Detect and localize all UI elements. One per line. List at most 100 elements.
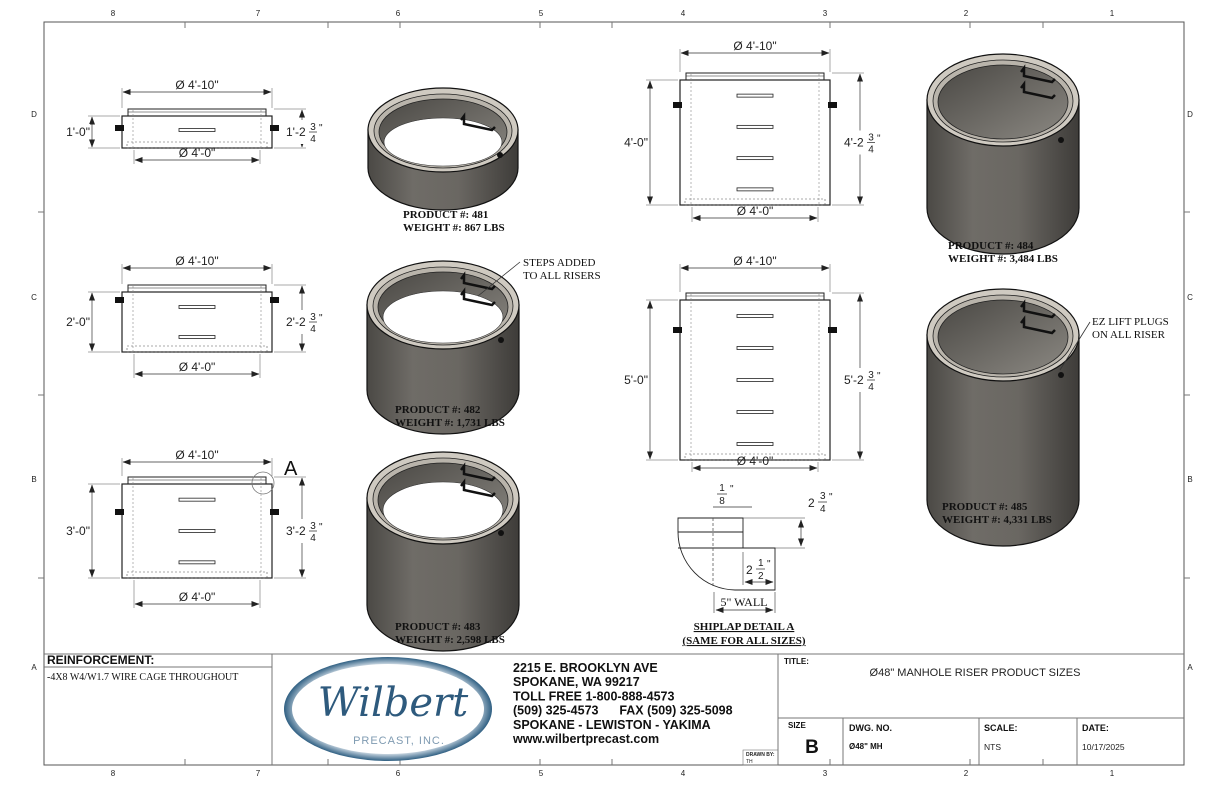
shiplap-subtitle: (SAME FOR ALL SIZES) bbox=[682, 635, 806, 647]
riser-height-label: 1'-0" bbox=[66, 125, 90, 139]
riser-height-label: 2'-0" bbox=[66, 315, 90, 329]
riser-interior bbox=[937, 64, 1069, 140]
zone-column-label: 2 bbox=[964, 9, 969, 18]
overall-height-num: 3 bbox=[868, 370, 874, 381]
outer-diameter-label: Ø 4'-10" bbox=[175, 254, 218, 268]
riser-opening bbox=[383, 117, 503, 167]
overall-height-unit: " bbox=[319, 313, 323, 324]
riser-shiplap-rim bbox=[685, 292, 825, 301]
zone-column-label: 2 bbox=[964, 769, 969, 778]
date-value: 10/17/2025 bbox=[1082, 742, 1125, 752]
step-icon bbox=[736, 314, 774, 318]
overall-height-den: 4 bbox=[310, 533, 316, 544]
step-icon bbox=[460, 478, 496, 498]
steps-callout-line-2: TO ALL RISERS bbox=[523, 270, 601, 282]
step-icon bbox=[178, 305, 216, 309]
zone-row-label: B bbox=[1187, 475, 1192, 484]
height-num: 3 bbox=[820, 491, 826, 502]
dwg-no-value: Ø48" MH bbox=[849, 742, 883, 751]
lift-plug-icon bbox=[115, 509, 124, 515]
overall-height-den: 4 bbox=[868, 382, 874, 393]
zone-column-label: 4 bbox=[681, 769, 686, 778]
steps-callout: STEPS ADDED TO ALL RISERS bbox=[477, 257, 601, 297]
inner-diameter-label: Ø 4'-0" bbox=[179, 590, 216, 604]
zone-column-label: 8 bbox=[111, 769, 116, 778]
overall-height-num: 3 bbox=[310, 521, 316, 532]
outer-diameter-label: Ø 4'-10" bbox=[733, 254, 776, 268]
step-icon bbox=[178, 335, 216, 339]
height-whole: 2 bbox=[808, 496, 815, 510]
detail-marker-label: A bbox=[284, 458, 298, 480]
title-label: TITLE: bbox=[784, 657, 809, 666]
outer-diameter-label: Ø 4'-10" bbox=[733, 39, 776, 53]
inner-diameter-label: Ø 4'-0" bbox=[179, 146, 216, 160]
detail-a-marker: A bbox=[251, 458, 298, 495]
overall-height-label: 5'-2 bbox=[844, 373, 864, 387]
overall-height-unit: " bbox=[319, 522, 323, 533]
step-icon bbox=[736, 442, 774, 446]
lift-plug-icon bbox=[270, 125, 279, 131]
shiplap-detail: 1 8 " 2 3 4 " 2 1 2 " 5" WALL SHIPLAP DE… bbox=[677, 483, 833, 647]
zone-column-label: 1 bbox=[1110, 769, 1115, 778]
zone-column-label: 8 bbox=[111, 9, 116, 18]
riser-shiplap-rim bbox=[127, 284, 267, 293]
dwg-no-label: DWG. NO. bbox=[849, 723, 892, 733]
reinforcement-label: REINFORCEMENT: bbox=[47, 653, 154, 667]
overall-height-num: 3 bbox=[310, 312, 316, 323]
date-label: DATE: bbox=[1082, 723, 1109, 733]
lift-plug-icon bbox=[1058, 372, 1064, 378]
zone-row-label: C bbox=[31, 293, 37, 302]
lift-plug-icon bbox=[828, 327, 837, 333]
gap-den: 8 bbox=[719, 496, 725, 507]
lift-plug-icon bbox=[270, 509, 279, 515]
reinforcement-value: -4X8 W4/W1.7 WIRE CAGE THROUGHOUT bbox=[47, 672, 238, 683]
product-number: PRODUCT #: 482 bbox=[395, 404, 481, 416]
zone-column-label: 7 bbox=[256, 9, 261, 18]
wall-label: 5" WALL bbox=[720, 595, 767, 609]
zone-row-label: C bbox=[1187, 293, 1193, 302]
address-line: 2215 E. BROOKLYN AVE bbox=[513, 661, 658, 675]
lift-plug-icon bbox=[497, 152, 503, 158]
step-icon bbox=[736, 346, 774, 350]
overall-height-unit: " bbox=[877, 134, 881, 145]
overall-height-den: 4 bbox=[310, 324, 316, 335]
gap-unit: " bbox=[730, 484, 734, 495]
riser-height-label: 3'-0" bbox=[66, 524, 90, 538]
product-number: PRODUCT #: 484 bbox=[948, 240, 1034, 252]
zone-row-label: D bbox=[31, 110, 37, 119]
step-icon bbox=[178, 529, 216, 533]
step-icon bbox=[178, 497, 216, 502]
outer-border bbox=[43, 21, 1185, 766]
step-icon bbox=[736, 410, 774, 414]
wilbert-logo: Wilbert PRECAST, INC. bbox=[284, 657, 492, 761]
product-weight: WEIGHT #: 867 LBS bbox=[403, 222, 505, 234]
product-weight: WEIGHT #: 3,484 LBS bbox=[948, 253, 1058, 265]
drawn-by-label: DRAWN BY: bbox=[746, 752, 775, 758]
title-block: REINFORCEMENT: -4X8 W4/W1.7 WIRE CAGE TH… bbox=[44, 653, 1184, 766]
product-number: PRODUCT #: 483 bbox=[395, 621, 481, 633]
lift-plug-callout: EZ LIFT PLUGS ON ALL RISER bbox=[1059, 316, 1169, 371]
overall-height-label: 1'-2 bbox=[286, 125, 306, 139]
step-icon bbox=[736, 93, 774, 98]
zone-column-label: 3 bbox=[823, 9, 828, 18]
zone-column-label: 7 bbox=[256, 769, 261, 778]
overall-height-num: 3 bbox=[868, 133, 874, 144]
zone-column-label: 5 bbox=[539, 769, 544, 778]
riser-shiplap-rim bbox=[685, 72, 825, 81]
riser-interior bbox=[937, 299, 1069, 375]
lip-unit: " bbox=[767, 559, 771, 570]
step-icon bbox=[1020, 64, 1056, 84]
zone-column-label: 4 bbox=[681, 9, 686, 18]
zone-row-label: A bbox=[31, 663, 37, 672]
